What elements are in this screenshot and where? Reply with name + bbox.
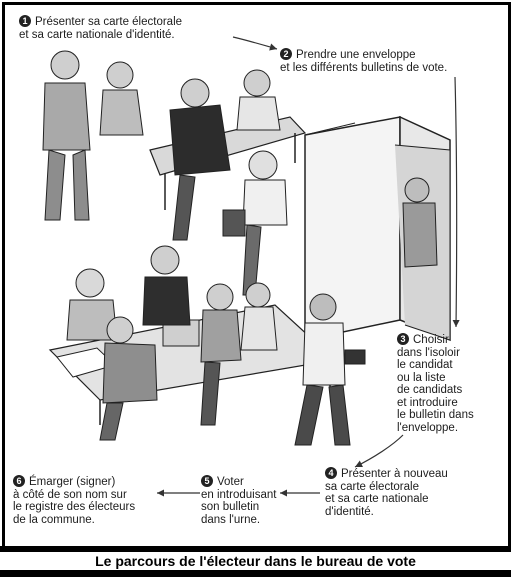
step-6-text-line-4: de la commune. xyxy=(13,513,95,526)
step-6-number: 6 xyxy=(13,475,25,487)
illustration-frame: 1 Présenter sa carte électorale et sa car… xyxy=(2,2,511,549)
step-3-number: 3 xyxy=(397,333,409,345)
upper-desk-scene xyxy=(42,50,307,296)
step-3-text-line-6: et introduire xyxy=(397,396,458,409)
step-2-text-line-1: Prendre une enveloppe xyxy=(296,49,416,61)
step-6-text-line-3: le registre des électeurs xyxy=(13,501,136,513)
step-3-text-line-1: Choisir xyxy=(413,334,449,346)
step-5: 5 Voter en introduisant son bulletin dans… xyxy=(201,475,276,526)
arrow-step3-to-step4 xyxy=(354,434,404,468)
step-3: 3 Choisir dans l'isoloir le candidat ou l… xyxy=(397,333,474,434)
step-1-text-line-1: Présenter sa carte électorale xyxy=(35,16,183,28)
step-5-text-line-3: son bulletin xyxy=(201,501,260,513)
step-4-number: 4 xyxy=(325,467,337,479)
step-4-text-line-4: d'identité. xyxy=(325,505,374,518)
step-6-text-line-2: à côté de son nom sur xyxy=(13,488,127,501)
step-5-text-line-4: dans l'urne. xyxy=(201,513,261,526)
step-2-text-line-2: et les différents bulletins de vote. xyxy=(280,61,448,74)
step-6-text-line-1: Émarger (signer) xyxy=(29,476,116,488)
arrow-step2-to-step3 xyxy=(452,76,460,328)
step-5-number: 5 xyxy=(201,475,213,487)
step-3-text-line-4: ou la liste xyxy=(397,371,446,384)
step-2-number: 2 xyxy=(280,48,292,60)
step-4-text-line-3: et sa carte nationale xyxy=(325,493,429,505)
figure-caption: Le parcours de l'électeur dans le bureau… xyxy=(0,552,511,570)
step-2: 2 Prendre une enveloppe et les différents… xyxy=(280,48,447,74)
voting-booth xyxy=(304,115,451,342)
voting-illustration xyxy=(42,36,460,497)
step-1-text-line-2: et sa carte nationale d'identité. xyxy=(19,28,175,41)
step-5-text-line-1: Voter xyxy=(217,476,244,488)
step-1-number: 1 xyxy=(19,15,31,27)
arrow-step1-to-step2 xyxy=(232,36,278,51)
step-3-text-line-8: l'enveloppe. xyxy=(397,421,459,434)
step-4-text-line-2: sa carte électorale xyxy=(325,480,419,493)
step-4: 4 Présenter à nouveau sa carte électorale… xyxy=(325,467,448,518)
step-4-text-line-1: Présenter à nouveau xyxy=(341,468,448,480)
step-3-text-line-7: le bulletin dans xyxy=(397,409,474,421)
step-1: 1 Présenter sa carte électorale et sa car… xyxy=(19,15,182,41)
step-5-text-line-2: en introduisant xyxy=(201,488,277,501)
step-3-text-line-5: de candidats xyxy=(397,384,463,396)
step-3-text-line-2: dans l'isoloir xyxy=(397,346,460,359)
step-3-text-line-3: le candidat xyxy=(397,359,453,371)
lower-desk-scene xyxy=(48,245,366,446)
